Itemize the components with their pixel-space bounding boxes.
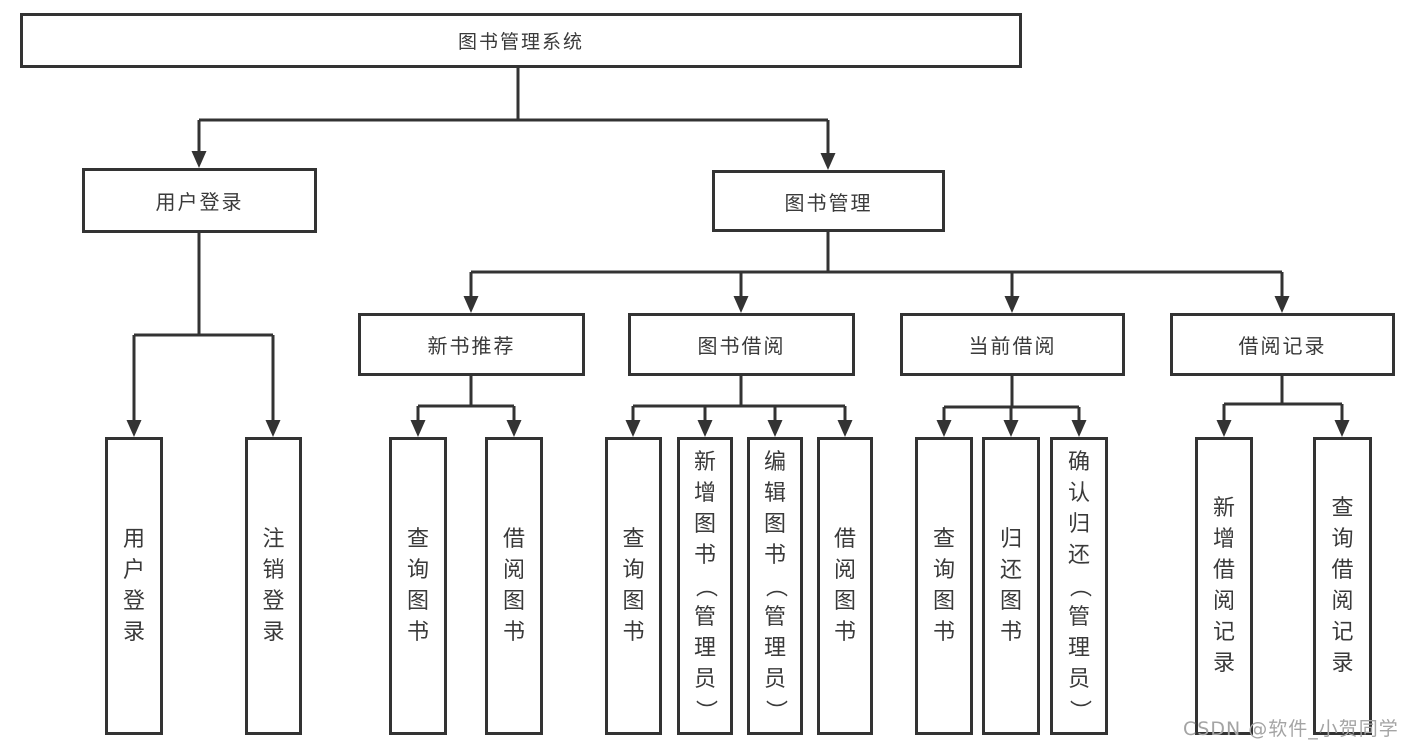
- connector-book-borrow-children: [625, 376, 853, 437]
- leaf-borrow-books-borrow: 借阅图书: [817, 437, 873, 735]
- node-new-book-recommendation: 新书推荐: [358, 313, 585, 376]
- leaf-query-books-current: 查询图书: [915, 437, 973, 735]
- leaf-return-books: 归还图书: [982, 437, 1040, 735]
- node-book-management-label: 图书管理: [784, 190, 873, 215]
- connector-book-mgmt-children: [463, 232, 1290, 313]
- leaf-add-borrow-record: 新增借阅记录: [1195, 437, 1253, 735]
- node-book-borrowing: 图书借阅: [628, 313, 855, 376]
- connector-borrow-records-children: [1216, 376, 1350, 437]
- leaf-confirm-return-admin: 确认归还（管理员）: [1050, 437, 1108, 735]
- leaf-query-borrow-record: 查询借阅记录: [1313, 437, 1372, 735]
- node-root-system: 图书管理系统: [20, 13, 1022, 68]
- node-new-book-recommendation-label: 新书推荐: [427, 334, 516, 358]
- leaf-borrow-books-newrec: 借阅图书: [485, 437, 543, 735]
- node-user-login-label: 用户登录: [155, 190, 244, 214]
- leaf-edit-books-admin: 编辑图书（管理员）: [747, 437, 803, 735]
- node-root-system-label: 图书管理系统: [457, 31, 584, 53]
- node-book-management: 图书管理: [712, 170, 945, 232]
- node-borrowing-records-label: 借阅记录: [1238, 334, 1327, 358]
- csdn-watermark: CSDN @软件_小贺同学: [1183, 718, 1399, 740]
- leaf-user-login: 用户登录: [105, 437, 163, 735]
- leaf-query-books-newrec: 查询图书: [389, 437, 447, 735]
- node-user-login: 用户登录: [82, 168, 317, 233]
- connector-current-borrow-children: [936, 375, 1087, 437]
- leaf-logout: 注销登录: [245, 437, 302, 735]
- leaf-query-books-borrow: 查询图书: [605, 437, 662, 735]
- node-current-borrowing: 当前借阅: [900, 313, 1125, 376]
- node-borrowing-records: 借阅记录: [1170, 313, 1395, 376]
- connector-user-login-children: [126, 233, 281, 437]
- leaf-add-books-admin: 新增图书（管理员）: [677, 437, 733, 735]
- connector-root-to-level2: [191, 68, 836, 170]
- node-book-borrowing-label: 图书借阅: [697, 334, 786, 358]
- node-current-borrowing-label: 当前借阅: [968, 334, 1057, 358]
- connector-new-book-children: [410, 376, 522, 437]
